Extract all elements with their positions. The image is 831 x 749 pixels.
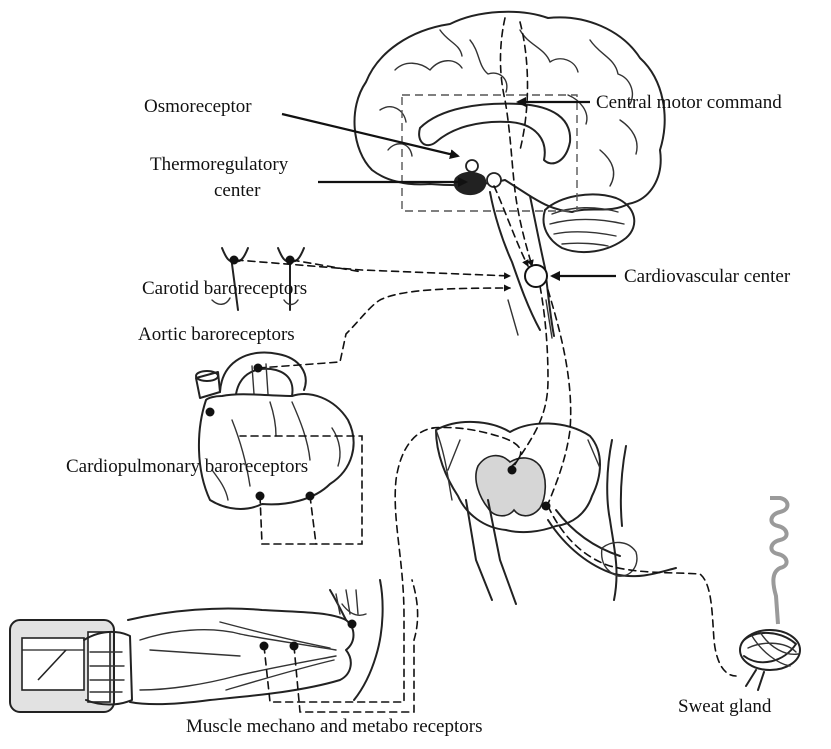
cardiopulmonary-baroreceptors-label: Cardiopulmonary baroreceptors [66, 456, 308, 477]
heart-illustration [196, 353, 354, 509]
aortic-afferent-nerve [258, 288, 510, 368]
muscle-receptors-label: Muscle mechano and metabo receptors [186, 716, 483, 737]
cardiopulmonary-afferent-nerve [240, 436, 362, 544]
central-motor-command-label: Central motor command [596, 92, 782, 113]
thermoregulatory-label: Thermoregulatory [150, 154, 289, 175]
spinal-cord-section [436, 422, 676, 604]
central-command-pathway [500, 18, 532, 266]
carotid-afferent-nerve [236, 260, 510, 276]
sweat-gland-coil [740, 498, 800, 690]
cardiovascular-center-label: Cardiovascular center [624, 266, 791, 287]
osmoreceptor-arrow [282, 114, 458, 156]
sweat-gland-label: Sweat gland [678, 696, 772, 717]
carotid-baroreceptors-label: Carotid baroreceptors [142, 278, 307, 299]
aortic-baroreceptors-label: Aortic baroreceptors [138, 324, 295, 345]
forearm-with-dynamometer [10, 580, 383, 712]
osmoreceptor-label: Osmoreceptor [144, 96, 252, 117]
brain-illustration [355, 12, 665, 338]
cardiopulmonary-afferent-nerve-2 [310, 496, 316, 544]
motor-cortex-pathway [520, 22, 528, 150]
thermoregulatory-label-line2: center [214, 180, 261, 201]
